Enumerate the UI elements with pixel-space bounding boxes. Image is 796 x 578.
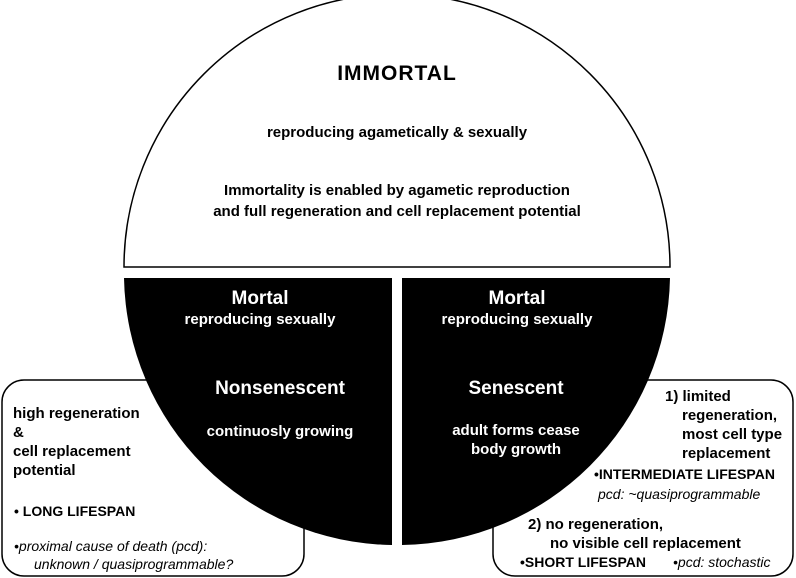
short-lifespan-label: •SHORT LIFESPAN <box>520 554 646 570</box>
senescent-quadrant <box>402 278 670 545</box>
immortal-subtitle: reproducing agametically & sexually <box>266 124 528 141</box>
nonsenescent-label: Nonsenescent <box>215 378 345 399</box>
right-mortal-title: Mortal <box>488 288 546 309</box>
left-box-regeneration-text: high regeneration & cell replacement pot… <box>13 404 140 480</box>
right-reproduction-mode: reproducing sexually <box>441 311 593 328</box>
right-item2-line2: no visible cell replacement <box>550 535 741 552</box>
left-box-line3: cell replacement <box>13 443 131 460</box>
nonsenescent-feature: continuosly growing <box>206 423 354 440</box>
long-lifespan-item: • LONG LIFESPAN <box>14 502 135 521</box>
left-mortal-title: Mortal <box>231 288 289 309</box>
right-item1-line2: regeneration, <box>682 407 778 424</box>
left-pcd-line1: •proximal cause of death (pcd): <box>14 538 208 554</box>
immortal-half-circle <box>123 0 671 268</box>
senescent-feature-line2: body growth <box>471 441 561 458</box>
senescent-feature-line1: adult forms cease <box>452 422 580 439</box>
left-pcd-line2: unknown / quasiprogrammable? <box>34 556 234 572</box>
senescent-label: Senescent <box>468 378 564 399</box>
immortal-title: IMMORTAL <box>337 62 457 85</box>
intermediate-pcd: pcd: ~quasiprogrammable <box>598 486 761 502</box>
right-item2-line1: 2) no regeneration, <box>528 516 664 533</box>
immortal-description-line2: and full regeneration and cell replaceme… <box>213 203 581 220</box>
long-lifespan-label: LONG LIFESPAN <box>22 503 136 519</box>
intermediate-lifespan-label: •INTERMEDIATE LIFESPAN <box>594 466 775 482</box>
nonsenescent-quadrant <box>124 278 392 545</box>
left-box-line2: & <box>13 424 24 441</box>
long-lifespan-bullet: • <box>14 503 19 519</box>
right-item1-line4: replacement <box>682 445 771 462</box>
right-item1-line1: 1) limited <box>665 388 731 405</box>
right-item1-line3: most cell type <box>682 426 783 443</box>
left-box-line4: potential <box>13 462 76 479</box>
short-pcd: •pcd: stochastic <box>673 554 771 570</box>
left-box-line1: high regeneration <box>13 405 140 422</box>
immortal-description-line1: Immortality is enabled by agametic repro… <box>224 182 570 199</box>
left-reproduction-mode: reproducing sexually <box>184 311 336 328</box>
